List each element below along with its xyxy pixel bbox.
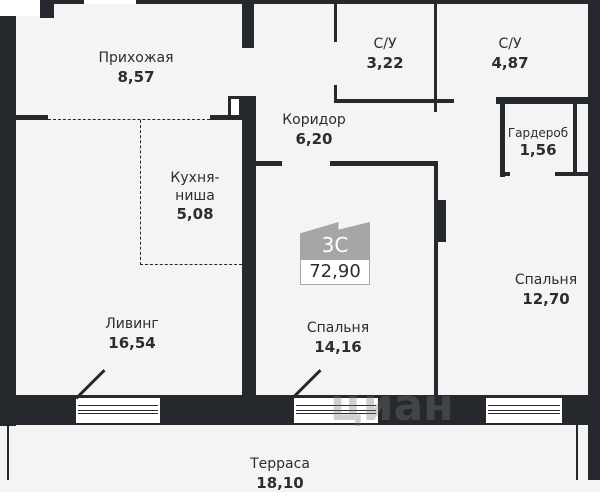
room-area: 18,10 [250, 474, 310, 492]
apartment-total-area: 72,90 [300, 260, 370, 285]
wall-bath-divider [434, 0, 437, 112]
wall-column [434, 200, 446, 242]
kitchen-boundary-h [140, 264, 242, 265]
wall-left [0, 16, 16, 426]
room-name: Спальня [515, 272, 577, 290]
room-name: Прихожая [99, 50, 174, 68]
wall-stub [242, 0, 254, 48]
room-name: С/У [491, 36, 528, 54]
wall-living-corridor [242, 96, 256, 396]
terrace-right-edge [576, 425, 578, 480]
room-area: 16,54 [105, 334, 158, 353]
room-area: 8,57 [99, 68, 174, 87]
room-name: Терраса [250, 456, 310, 474]
room-name-2: ниша [170, 188, 219, 206]
apartment-badge: 3С 72,90 [300, 222, 370, 285]
room-area: 1,56 [508, 141, 568, 160]
window-bedroom2 [486, 398, 562, 423]
shaft [228, 96, 242, 118]
wall-wardrobe-top [496, 97, 588, 104]
watermark: циан [330, 380, 454, 431]
wall-bedrooms [434, 161, 438, 396]
room-area: 3,22 [366, 54, 403, 73]
window-living [76, 398, 160, 423]
room-name: Гардероб [508, 126, 568, 141]
wall-wardrobe-stub2 [555, 172, 588, 176]
room-name: Ливинг [105, 316, 158, 334]
room-name: Спальня [307, 320, 369, 338]
wall-corridor-bottom [256, 161, 282, 166]
wall-corridor-bottom2 [330, 161, 438, 166]
wall-left-stub [16, 115, 48, 120]
room-area: 6,20 [282, 130, 346, 149]
kitchen-boundary [48, 119, 210, 120]
wall-wardrobe-stub [500, 172, 510, 176]
wall-corner [40, 0, 54, 18]
room-name-1: Кухня- [170, 170, 219, 188]
room-area: 4,87 [491, 54, 528, 73]
terrace-left-edge [7, 425, 9, 480]
entrance-opening [84, 0, 136, 4]
room-name: С/У [366, 36, 403, 54]
wall-wardrobe-right [573, 104, 577, 176]
wall-bath1-left [334, 0, 337, 42]
wall-wardrobe-left [500, 97, 505, 177]
room-name: Коридор [282, 112, 346, 130]
room-area: 12,70 [515, 290, 577, 309]
room-area: 5,08 [170, 205, 219, 224]
room-area: 14,16 [307, 338, 369, 357]
exterior [0, 0, 40, 16]
apartment-type: 3С [300, 222, 370, 260]
kitchen-boundary-v [140, 120, 141, 265]
